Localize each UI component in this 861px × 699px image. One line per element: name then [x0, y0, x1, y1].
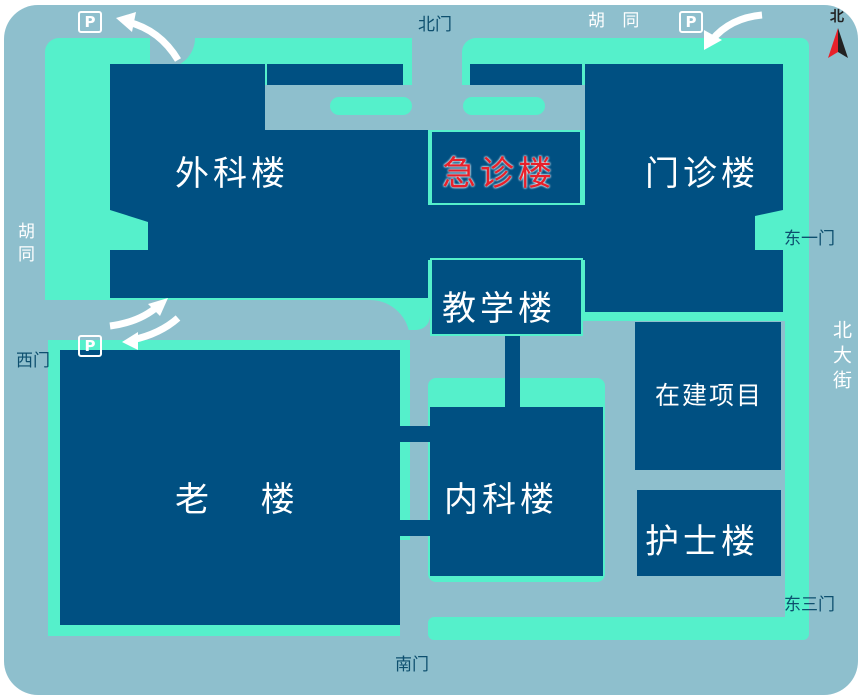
nurse-building	[637, 490, 781, 576]
parking-icon-northeast: P	[679, 11, 703, 33]
construction-site-label: 在建项目	[655, 381, 764, 410]
emergency-building-label: 急诊楼	[442, 154, 556, 194]
arrow-enter-northeast	[709, 11, 763, 43]
nurse-building-label: 护士楼	[645, 522, 759, 562]
hutong-top-label: 胡 同	[588, 11, 646, 31]
teaching-building-label: 教学楼	[442, 289, 556, 329]
bridge-1	[400, 426, 430, 442]
outpatient-building-label: 门诊楼	[645, 154, 759, 194]
surgery-building	[110, 130, 428, 298]
old-building-label: 老 楼	[175, 480, 305, 520]
hutong-left-label: 胡同	[14, 222, 34, 268]
construction-site	[635, 322, 781, 470]
internal-building-label: 内科楼	[444, 480, 558, 520]
green-area-south	[428, 617, 809, 640]
teaching-connector	[505, 336, 520, 410]
north-strip-building	[470, 64, 582, 85]
green-area-east	[785, 38, 809, 640]
north-street-label: 北大街	[830, 320, 852, 395]
internal-building	[430, 407, 603, 576]
parking-icon-west: P	[78, 335, 102, 357]
surgery-building-top	[110, 64, 265, 134]
arrowhead-3	[148, 298, 168, 316]
outpatient-building	[585, 64, 783, 312]
bridge-2	[400, 520, 430, 536]
connector-block	[428, 205, 588, 260]
south-gate-label: 南门	[395, 655, 429, 675]
pill-garden-2b	[463, 97, 545, 115]
parking-icon-northwest: P	[78, 11, 102, 33]
compass-north-label: 北	[830, 9, 844, 25]
east-gate-1-label: 东一门	[784, 229, 835, 249]
outpatient-notch	[755, 210, 783, 250]
surgery-building-strip	[267, 64, 403, 85]
road-west-gate	[45, 300, 410, 340]
arrow-enter-west	[109, 303, 161, 330]
east-gate-3-label: 东三门	[784, 595, 835, 615]
arrow-exit-northwest	[127, 18, 182, 62]
teaching-building	[430, 258, 583, 336]
north-gate-label: 北门	[418, 15, 452, 35]
road-south-gate	[400, 540, 428, 640]
arrowhead-4	[122, 332, 138, 350]
arrowhead-2	[704, 30, 722, 50]
emergency-building	[430, 130, 582, 205]
old-building	[60, 350, 400, 625]
surgery-building-label: 外科楼	[175, 154, 289, 194]
pill-garden-1b	[330, 97, 412, 115]
compass-icon	[828, 28, 848, 58]
west-gate-label: 西门	[16, 351, 50, 371]
arrowhead-1	[116, 12, 136, 32]
